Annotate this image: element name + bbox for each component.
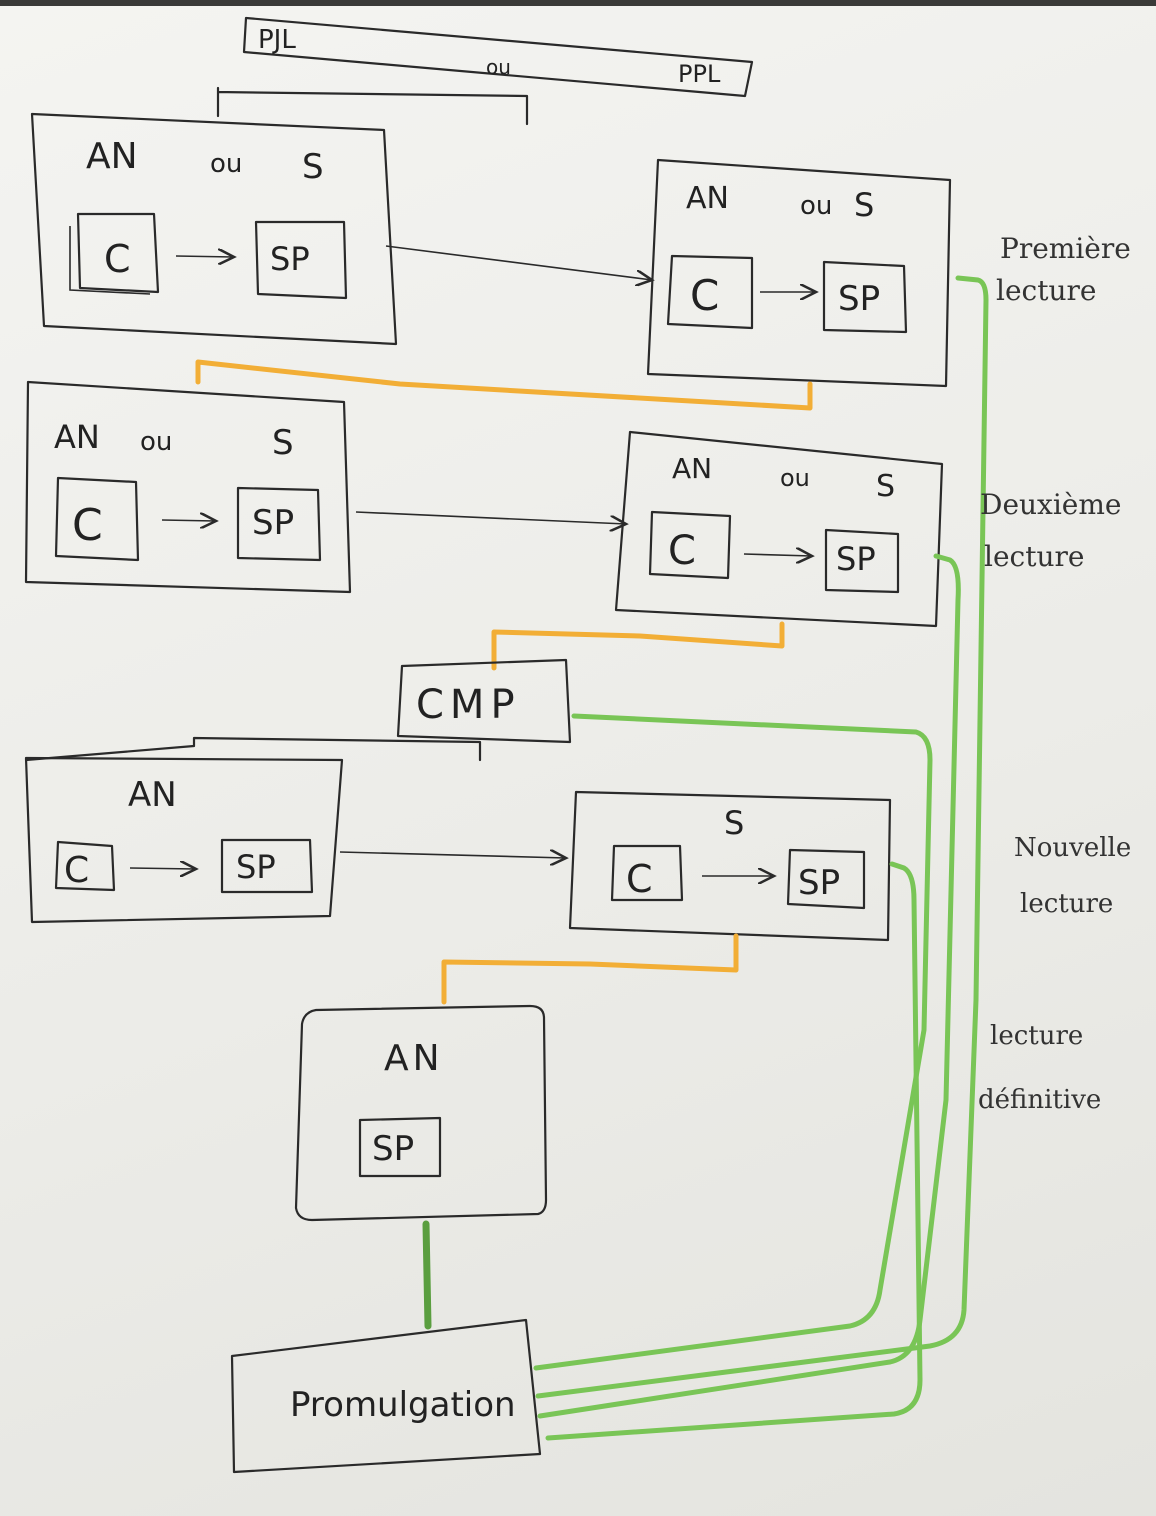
row2-right-an: AN <box>672 452 712 485</box>
side-deuxieme-2: lecture <box>984 540 1084 573</box>
green-line-nouvelle <box>545 861 923 1441</box>
cmp-box <box>396 658 572 744</box>
row2-right-sp: SP <box>836 540 876 578</box>
pjl-label: PJL <box>258 25 296 55</box>
row3-right-c-box <box>610 844 684 902</box>
row3-left-sp-box <box>220 838 314 894</box>
cmp-label: CMP <box>416 682 521 728</box>
top-dark-band <box>0 0 1156 6</box>
row2-right-box <box>614 430 944 628</box>
row1-right-s: S <box>854 186 874 224</box>
row1-left-sp: SP <box>270 240 310 278</box>
final-an-box <box>294 1004 548 1222</box>
row2-left-sp: SP <box>252 503 294 543</box>
side-definitive-1: lecture <box>990 1021 1083 1051</box>
green-line-cmp <box>533 713 933 1371</box>
final-an-label: AN <box>384 1038 444 1079</box>
row1-right-ou: ou <box>800 191 832 221</box>
final-to-promulgation-link <box>422 1220 432 1330</box>
row2-left-s: S <box>272 423 294 463</box>
row1-left-s: S <box>302 147 324 187</box>
side-nouvelle-2: lecture <box>1020 889 1113 919</box>
side-deuxieme-1: Deuxième <box>980 488 1122 521</box>
promulgation-label: Promulgation <box>290 1385 516 1425</box>
row1-left-ou: ou <box>210 149 242 179</box>
row3-left-sp: SP <box>236 848 276 886</box>
side-definitive-2: définitive <box>978 1085 1101 1115</box>
row3-left-box <box>24 756 344 924</box>
row1-left-sp-box <box>254 220 348 300</box>
top-ou-label: ou <box>486 55 511 79</box>
row2-left-box <box>24 380 352 594</box>
ppl-label: PPL <box>678 60 721 88</box>
orange-link-1 <box>195 359 813 411</box>
cmp-to-row3-bracket <box>24 736 482 762</box>
row3-right-sp: SP <box>798 863 840 903</box>
promulgation-box <box>230 1318 542 1474</box>
final-sp-box <box>358 1116 442 1178</box>
row2-left-c: C <box>72 500 103 551</box>
orange-link-3 <box>441 933 739 1005</box>
row2-left-ou: ou <box>140 427 172 457</box>
row2-right-c: C <box>668 528 696 574</box>
row3-left-c: C <box>64 850 89 891</box>
row3-left-an: AN <box>128 775 177 815</box>
row2-right-s: S <box>876 469 895 504</box>
row1-left-c: C <box>104 237 131 281</box>
row1-right-box <box>646 158 952 388</box>
row1-left-an: AN <box>86 136 138 177</box>
side-nouvelle-1: Nouvelle <box>1014 833 1131 863</box>
row2-right-ou: ou <box>780 464 810 492</box>
row1-right-c: C <box>690 271 719 320</box>
side-premiere-2: lecture <box>996 274 1096 307</box>
row1-right-an: AN <box>686 181 729 216</box>
row1-right-c-box <box>666 254 754 330</box>
row1-left-c-box <box>76 212 160 294</box>
green-line-premiere <box>535 275 989 1399</box>
row2-left-c-box <box>54 476 140 562</box>
row1-right-sp-box <box>822 260 908 334</box>
final-sp-label: SP <box>372 1129 414 1169</box>
side-premiere-1: Première <box>1000 232 1131 265</box>
row3-right-s: S <box>724 804 744 842</box>
row1-left-box <box>30 112 398 346</box>
row2-right-c-box <box>648 510 732 580</box>
row2-left-an: AN <box>54 418 100 456</box>
orange-link-2 <box>491 621 785 671</box>
row3-left-c-box <box>54 840 116 892</box>
row2-left-sp-box <box>236 486 322 562</box>
green-line-deuxieme <box>537 553 961 1419</box>
row3-right-c: C <box>626 857 653 901</box>
row3-right-sp-box <box>786 848 866 910</box>
row2-right-sp-box <box>824 528 900 594</box>
row1-right-sp: SP <box>838 279 880 319</box>
row3-right-box <box>568 790 892 942</box>
pjl-ppl-box <box>216 16 754 126</box>
